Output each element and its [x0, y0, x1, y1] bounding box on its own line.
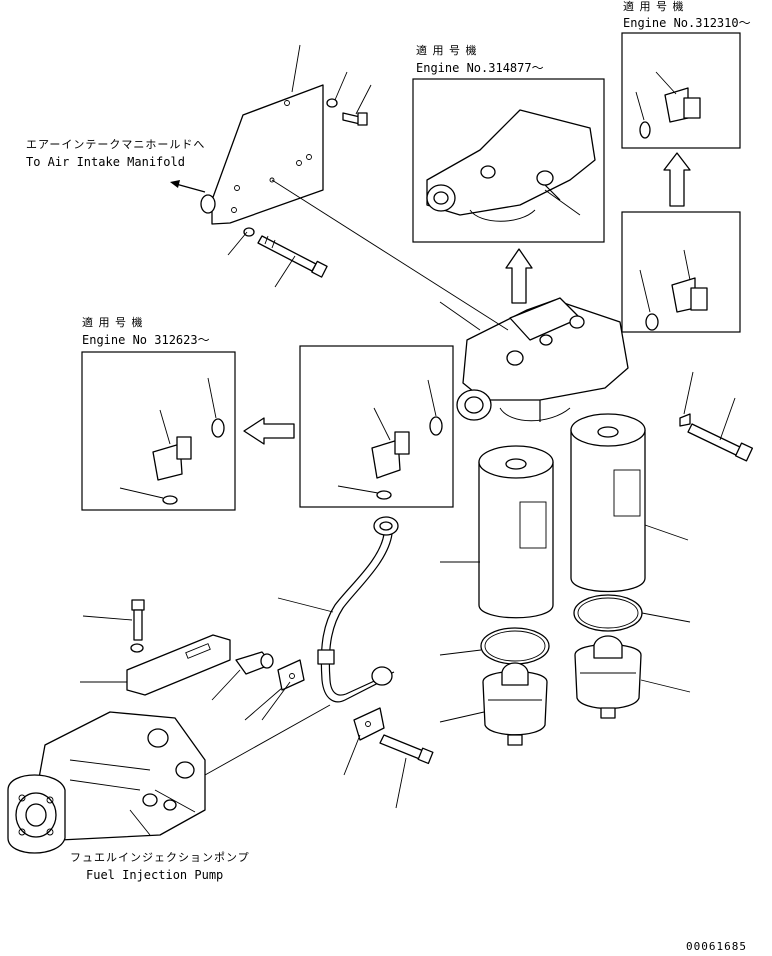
leader-lines [80, 44, 736, 809]
elbow-fitting-mid-right [645, 277, 708, 331]
bolt-bracket [131, 599, 145, 641]
elbow-fitting-top-right [639, 87, 701, 139]
arrow-left-to-left-inset [243, 417, 295, 445]
water-separator-bowl-left [482, 662, 548, 746]
clip-upper [277, 659, 305, 691]
air-intake-label-jp: エアーインテークマニホールドへ [26, 138, 206, 151]
fuel-tube [317, 516, 399, 703]
pump-label-jp: フュエルインジェクションポンプ [70, 851, 250, 864]
inset-box-mid-right [621, 211, 741, 333]
washer-right [679, 413, 691, 427]
spacer-collar [235, 651, 274, 675]
inset-top-label-en: Engine No.314877〜 [416, 61, 544, 75]
o-ring-left [480, 627, 550, 665]
connector-lines [204, 179, 509, 776]
inset-box-top-right [621, 32, 741, 149]
inset-right-label-jp: 適 用 号 機 [623, 0, 685, 13]
washer-bracket [130, 643, 144, 653]
inset-box-left [81, 351, 236, 511]
clip-lower [353, 707, 385, 741]
inset-box-center [299, 345, 454, 508]
drawing-number: 00061685 [686, 940, 747, 953]
inset-left-label-en: Engine No 312623〜 [82, 333, 210, 347]
air-intake-label-en: To Air Intake Manifold [26, 155, 185, 169]
washer-long-bolt [243, 227, 255, 237]
washer-top [326, 98, 338, 108]
o-ring-right [573, 594, 643, 632]
inset-top-label-jp: 適 用 号 機 [416, 44, 478, 57]
elbow-fitting-left [152, 418, 225, 505]
support-bracket [126, 634, 231, 696]
arrow-up-to-top-inset [505, 248, 533, 304]
elbow-fitting-center [371, 416, 443, 500]
inset-left-label-jp: 適 用 号 機 [82, 316, 144, 329]
bolt-top [342, 112, 368, 126]
filter-cartridge-left [478, 445, 554, 619]
inset-box-top [412, 78, 605, 243]
filter-head-inset-top [426, 109, 596, 222]
bolt-right [687, 423, 754, 462]
long-bolt [257, 235, 328, 278]
arrow-to-air-intake [170, 180, 206, 193]
arrow-up-to-right-inset [663, 152, 691, 207]
bracket-plate [200, 84, 324, 225]
filter-cartridge-right [570, 413, 646, 593]
filter-head-main [456, 297, 629, 422]
pump-label-en: Fuel Injection Pump [86, 868, 224, 882]
bolt-clip [379, 734, 434, 765]
inset-right-label-en: Engine No.312310〜 [623, 16, 751, 30]
fuel-injection-pump [7, 711, 206, 854]
water-separator-bowl-right [574, 635, 642, 719]
